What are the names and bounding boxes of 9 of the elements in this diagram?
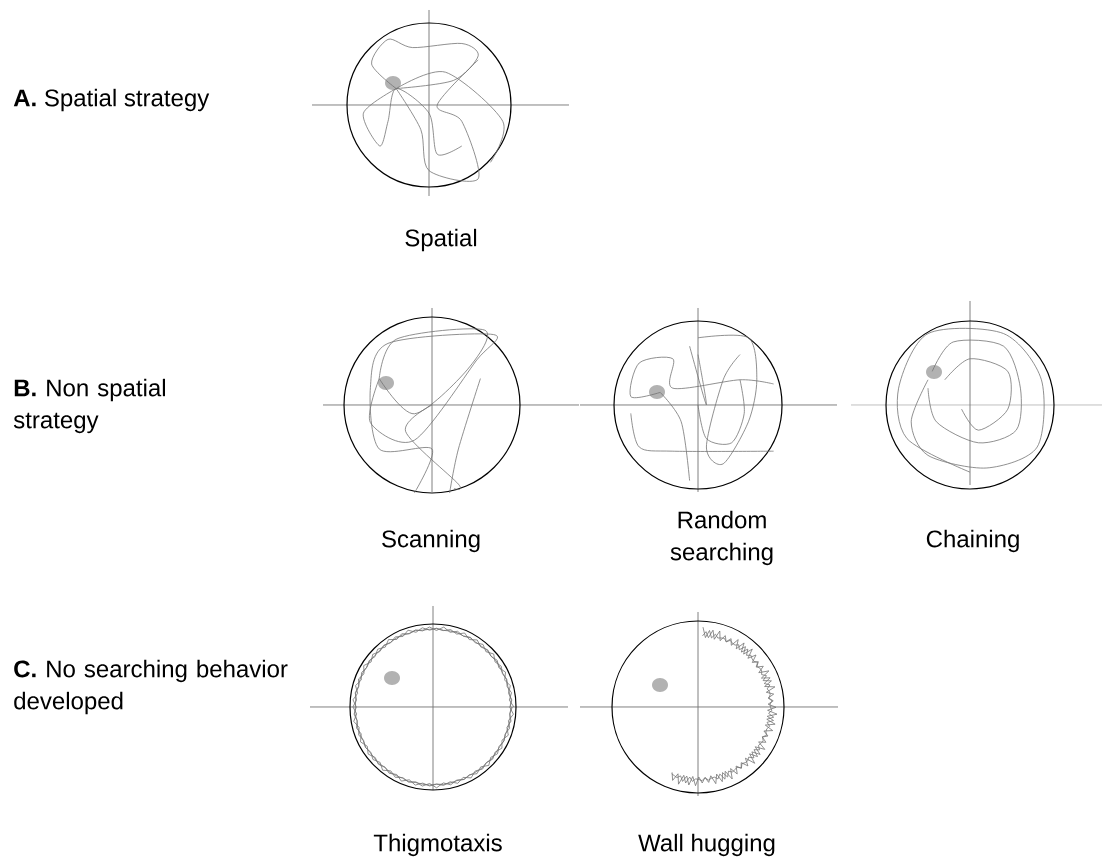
row-label: B. Non spatial strategy — [13, 378, 165, 434]
caption: Spatial — [405, 228, 477, 252]
caption: Wall hugging — [638, 833, 775, 857]
row-label: C. No searching behavior developed — [14, 659, 288, 715]
caption: Random searching — [670, 510, 773, 566]
caption: Chaining — [926, 529, 1019, 553]
row-label: A. Spatial strategy — [13, 88, 210, 112]
caption: Thigmotaxis — [373, 833, 502, 857]
caption: Scanning — [382, 529, 480, 553]
